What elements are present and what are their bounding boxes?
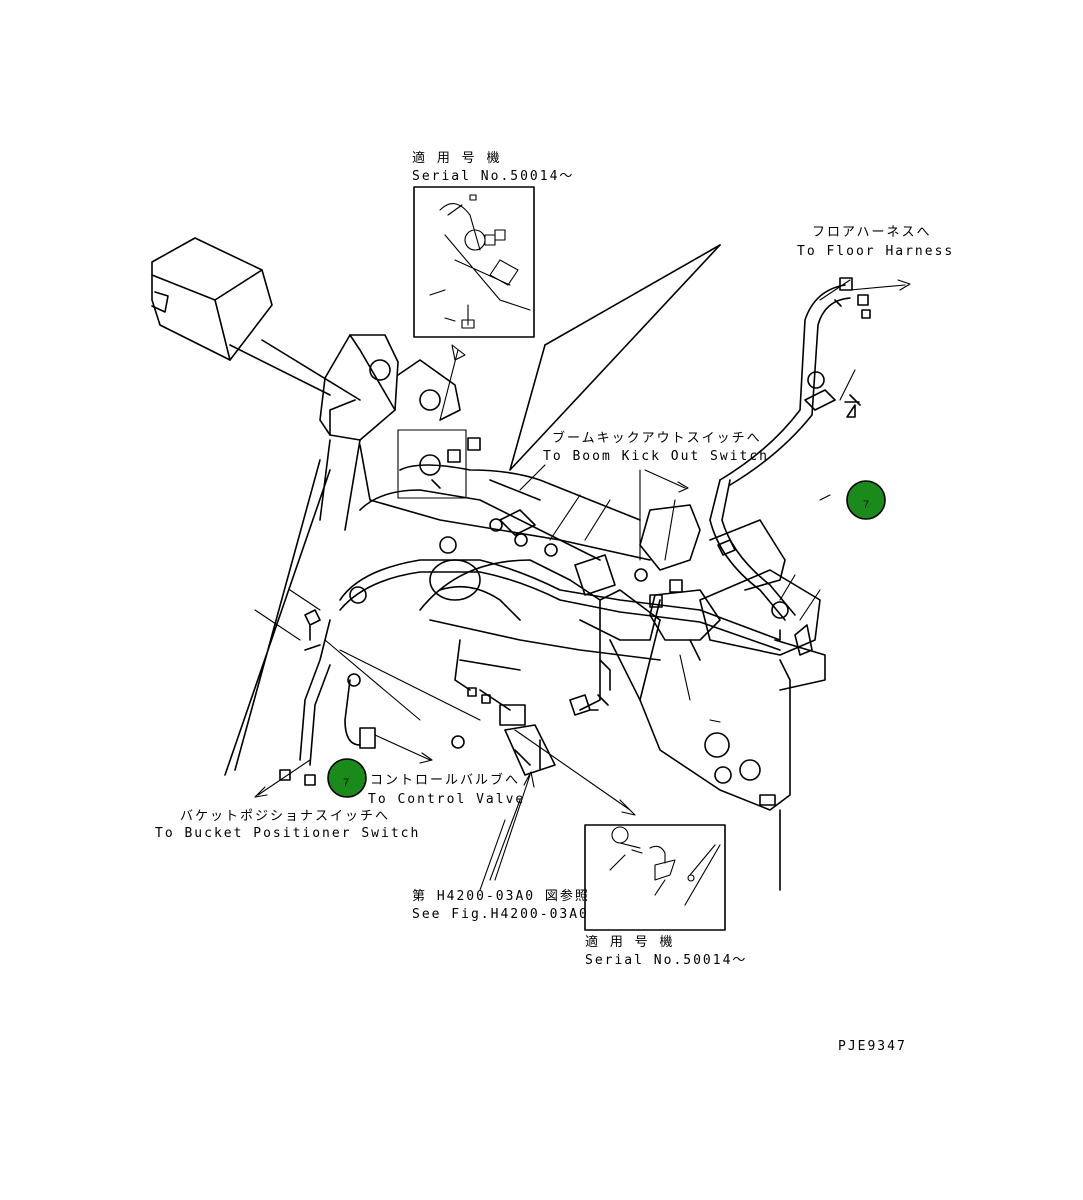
cab-block xyxy=(151,237,361,401)
boom-kickout-jp-label: ブームキックアウトスイッチへ xyxy=(552,430,762,446)
control-valve-jp-label: コントロールバルブへ xyxy=(370,772,520,788)
serial-top-en-label: Serial No.50014～ xyxy=(412,169,574,184)
inset-bottom xyxy=(584,824,726,931)
callout-number: 7 xyxy=(343,777,349,789)
components xyxy=(279,277,871,806)
bucket-positioner-jp-label: バケットポジショナスイッチへ xyxy=(180,809,390,824)
serial-top-jp-label: 適 用 号 機 xyxy=(412,150,501,166)
serial-bottom-en-label: Serial No.50014～ xyxy=(585,953,747,968)
inset-top xyxy=(413,186,535,338)
callout-circle[interactable] xyxy=(327,758,367,798)
floor-harness-en-label: To Floor Harness xyxy=(797,244,954,259)
boom-kickout-en-label: To Boom Kick Out Switch xyxy=(543,449,769,464)
serial-bottom-jp-label: 適 用 号 機 xyxy=(585,934,674,950)
callout-circle[interactable] xyxy=(846,480,886,520)
callout-number: 7 xyxy=(863,499,869,511)
figure-ref-jp-label: 第 H4200-03A0 図参照 xyxy=(412,888,590,904)
drawing-code-label: PJE9347 xyxy=(838,1039,907,1054)
wire-harness xyxy=(299,284,851,766)
callout-right[interactable]: 7 xyxy=(846,480,886,520)
control-valve-en-label: To Control Valve xyxy=(368,792,525,807)
figure-ref-en-label: See Fig.H4200-03A0 xyxy=(412,907,589,922)
floor-harness-jp-label: フロアハーネスへ xyxy=(812,225,931,240)
frame-structure xyxy=(224,244,826,891)
callout-left[interactable]: 7 xyxy=(327,758,367,798)
leader-lines xyxy=(254,279,911,891)
bucket-positioner-en-label: To Bucket Positioner Switch xyxy=(155,826,420,841)
text-labels: 適 用 号 機 Serial No.50014～ フロアハーネスへ To Flo… xyxy=(155,150,954,1054)
